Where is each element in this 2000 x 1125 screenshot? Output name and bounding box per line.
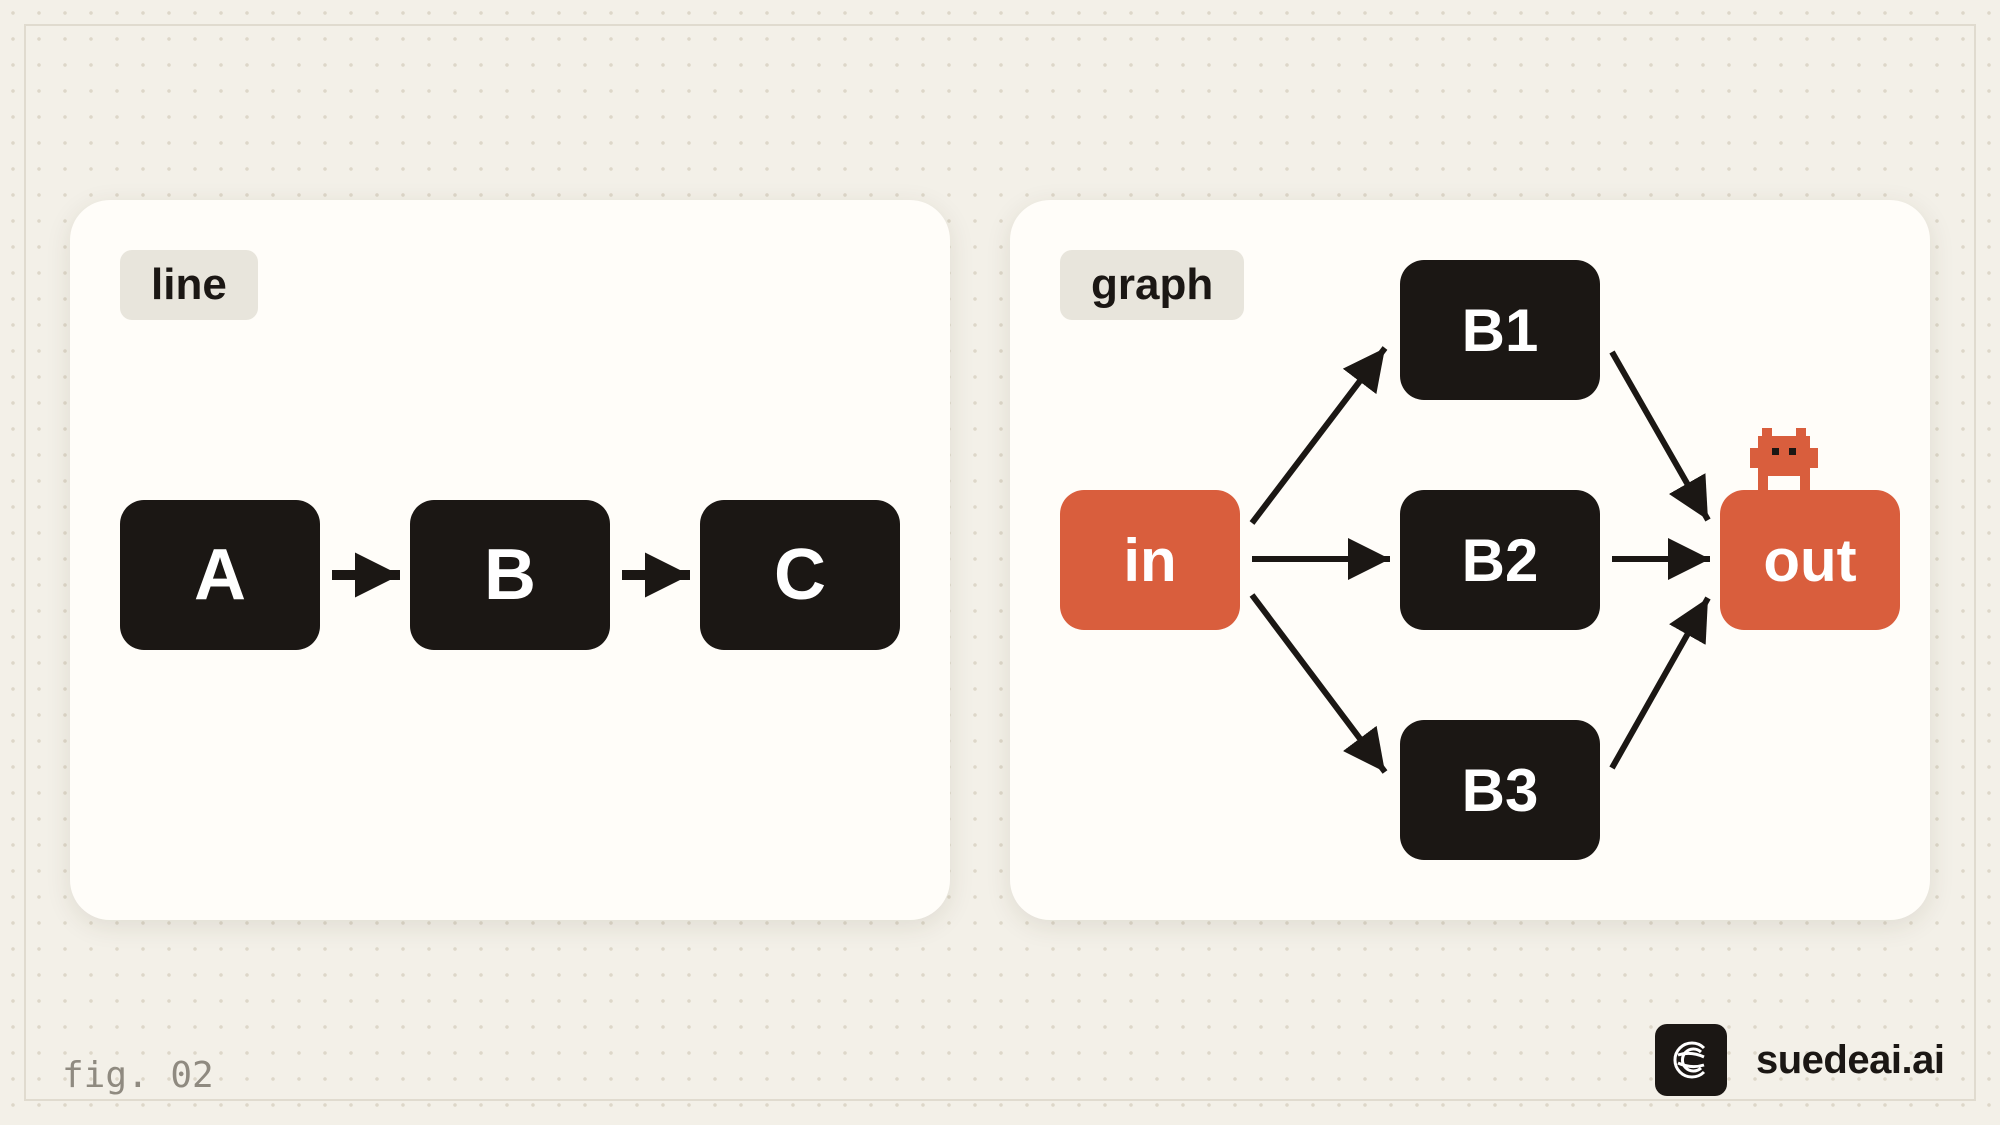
graph-node-b1: B1 [1400,260,1600,400]
suedeai-logo-icon [1655,1024,1727,1096]
brand-name[interactable]: suedeai.ai [1756,1038,1945,1082]
pixel-creature-icon [1750,428,1818,490]
line-panel: line A B C [70,200,950,920]
arrow-b3-out [1609,596,1711,770]
graph-tag: graph [1060,250,1245,320]
graph-node-out: out [1720,490,1900,630]
graph-panel: graph in B1 B2 B3 out [1010,200,1930,920]
graph-arrows [1249,346,1711,774]
arrow-b1-out [1609,350,1711,522]
line-node-b: B [410,500,610,650]
graph-node-in: in [1060,490,1240,630]
graph-node-b2: B2 [1400,490,1600,630]
figure-frame [24,24,1976,1101]
graph-node-b3: B3 [1400,720,1600,860]
arrow-in-b3 [1249,593,1388,774]
arrow-in-b1 [1249,346,1388,525]
figure-label: fig. 02 [62,1055,214,1096]
line-arrows [332,552,690,598]
line-tag: line [120,250,258,320]
line-node-c: C [700,500,900,650]
line-node-a: A [120,500,320,650]
